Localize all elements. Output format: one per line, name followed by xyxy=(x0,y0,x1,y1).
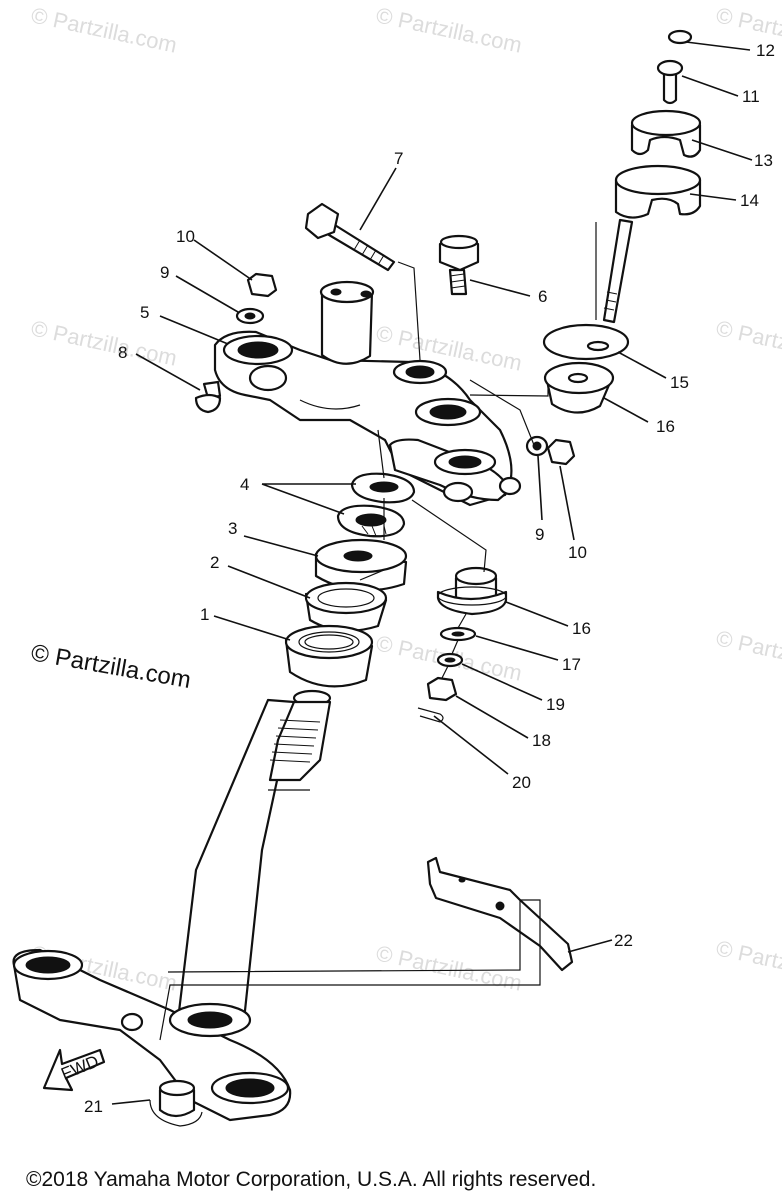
cap-12 xyxy=(667,29,693,45)
copyright-notice: ©2018 Yamaha Motor Corporation, U.S.A. A… xyxy=(26,1168,596,1191)
watermark-text: © Partzilla.com xyxy=(714,315,782,370)
bracket-clamp-left-lower xyxy=(248,364,288,392)
holder-stud xyxy=(602,218,634,324)
upper-bracket xyxy=(213,280,522,507)
fwd-label: FWD xyxy=(58,1052,101,1084)
callout-22: 22 xyxy=(614,931,633,950)
callout-18: 18 xyxy=(532,731,551,750)
bolt-6 xyxy=(438,234,480,296)
bracket-post xyxy=(320,288,374,365)
bolt-8 xyxy=(194,380,222,414)
watermark-text: © Partzilla.com xyxy=(29,2,179,57)
callout-5: 5 xyxy=(140,303,149,322)
nut-18 xyxy=(426,676,458,702)
callout-10-left: 10 xyxy=(176,227,195,246)
callout-8: 8 xyxy=(118,343,127,362)
callout-11: 11 xyxy=(742,87,760,106)
cotter-pin-20 xyxy=(417,707,444,723)
callout-10-right: 10 xyxy=(568,543,587,562)
holder-upper-13-top xyxy=(630,109,702,137)
callout-14: 14 xyxy=(740,191,759,210)
watermark-text: © Partzilla.com xyxy=(374,940,524,995)
stopper-21 xyxy=(158,1088,196,1118)
callout-15: 15 xyxy=(670,373,689,392)
callout-13: 13 xyxy=(754,151,773,170)
damper-15 xyxy=(542,323,630,361)
nut-10-right xyxy=(546,438,576,466)
watermark-text: © Partzilla.com xyxy=(714,935,782,990)
callout-9-left: 9 xyxy=(160,263,169,282)
callout-16-lower: 16 xyxy=(572,619,591,638)
watermark-text: © Partzilla.com xyxy=(29,315,179,370)
bolt-7 xyxy=(304,202,396,272)
callout-9-right: 9 xyxy=(535,525,544,544)
callout-2: 2 xyxy=(210,553,219,572)
callout-numbers: 12 11 13 14 7 10 6 9 5 8 15 16 4 9 10 3 … xyxy=(84,41,775,1116)
callout-19: 19 xyxy=(546,695,565,714)
callout-17: 17 xyxy=(562,655,581,674)
callout-3: 3 xyxy=(228,519,237,538)
lower-holder-stack xyxy=(417,566,508,723)
callout-12: 12 xyxy=(756,41,775,60)
bolt-11-shank xyxy=(662,70,678,105)
callout-6: 6 xyxy=(538,287,547,306)
lower-bracket xyxy=(12,948,292,1127)
nut-10-left xyxy=(246,272,278,298)
leader-lines xyxy=(111,41,753,1105)
watermark-text: © Partzilla.com xyxy=(714,625,782,680)
ring-nuts-4 xyxy=(336,472,416,538)
steering-stem xyxy=(176,689,332,1022)
callout-4: 4 xyxy=(240,475,249,494)
bolt-11-head xyxy=(656,59,684,77)
bearing-2 xyxy=(304,581,388,632)
callout-20: 20 xyxy=(512,773,531,792)
partzilla-watermark: © Partzilla.com xyxy=(29,639,193,694)
assembly-lines xyxy=(159,222,597,1041)
callout-16-upper: 16 xyxy=(656,417,675,436)
fwd-arrow: FWD xyxy=(42,1048,106,1092)
bearing-cover-3 xyxy=(314,538,408,592)
callout-21: 21 xyxy=(84,1097,103,1116)
bearing-1 xyxy=(284,624,374,688)
cable-guide-22 xyxy=(426,856,574,972)
watermark-text: © Partzilla.com xyxy=(374,2,524,57)
callout-7: 7 xyxy=(394,149,403,168)
handlebar-holder-assembly xyxy=(542,29,702,414)
callout-1: 1 xyxy=(200,605,209,624)
holder-lower-14-top xyxy=(614,164,702,196)
